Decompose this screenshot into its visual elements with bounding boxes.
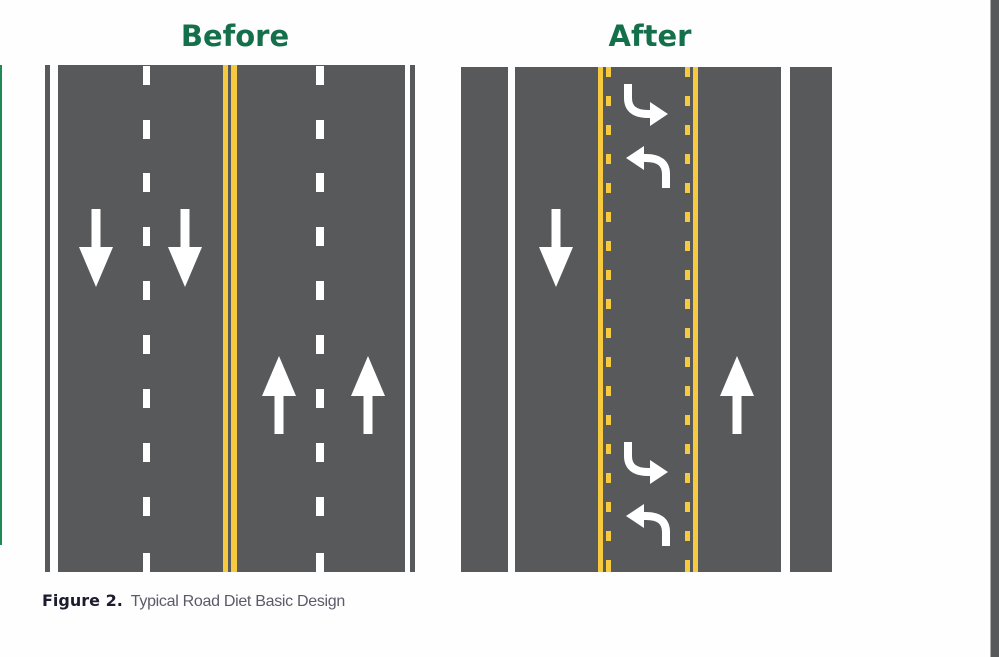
after-left-yellow-dashed-line bbox=[606, 67, 611, 572]
before-title: Before bbox=[180, 19, 290, 53]
before-dashed-lane-line-left bbox=[143, 66, 150, 572]
scrollbar-edge bbox=[990, 0, 999, 657]
after-right-yellow-solid-line bbox=[693, 67, 698, 572]
figure-label: Figure 2. bbox=[42, 591, 123, 610]
page-margin-rule bbox=[0, 65, 2, 545]
after-bike-lane-right bbox=[790, 67, 832, 572]
before-double-yellow-center-line bbox=[223, 65, 237, 572]
before-left-edge bbox=[45, 65, 50, 572]
before-roadway bbox=[45, 65, 415, 572]
after-asphalt bbox=[515, 67, 781, 572]
after-right-yellow-dashed-line bbox=[685, 67, 690, 572]
after-left-yellow-solid-line bbox=[598, 67, 603, 572]
after-bike-lane-left bbox=[461, 67, 508, 572]
after-title: After bbox=[608, 19, 692, 53]
before-right-edge bbox=[410, 65, 415, 572]
before-dashed-lane-line-right bbox=[316, 66, 324, 572]
figure-caption: Figure 2. Typical Road Diet Basic Design bbox=[42, 590, 345, 613]
after-roadway bbox=[461, 67, 832, 572]
figure-caption-text: Typical Road Diet Basic Design bbox=[130, 593, 346, 610]
